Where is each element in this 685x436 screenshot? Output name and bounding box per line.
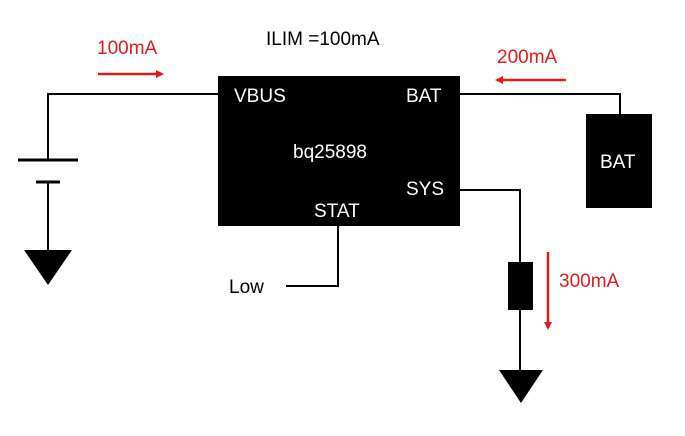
bat-wire	[460, 93, 621, 114]
sys-current-label: 300mA	[559, 271, 620, 292]
ground-icon-right	[499, 370, 543, 403]
vbus-wire	[47, 93, 218, 160]
supply-symbol	[18, 158, 78, 184]
ilim-label: ILIM =100mA	[266, 29, 380, 50]
pin-stat-label: STAT	[314, 201, 360, 222]
pin-bat-label: BAT	[406, 86, 442, 107]
battery-label: BAT	[600, 152, 636, 173]
bat-current-label: 200mA	[497, 47, 558, 68]
pin-vbus-label: VBUS	[234, 86, 286, 107]
wires	[47, 93, 621, 370]
battery-block	[586, 114, 652, 208]
load-block	[508, 262, 533, 310]
chip-name: bq25898	[293, 142, 367, 163]
current-arrows	[98, 70, 566, 330]
ground-icon-left	[24, 250, 72, 285]
chip-body	[218, 76, 460, 226]
pin-sys-label: SYS	[406, 179, 444, 200]
sys-wire	[460, 189, 521, 262]
stat-level-label: Low	[229, 277, 264, 298]
stat-wire	[286, 226, 339, 287]
vbus-current-label: 100mA	[97, 38, 158, 59]
